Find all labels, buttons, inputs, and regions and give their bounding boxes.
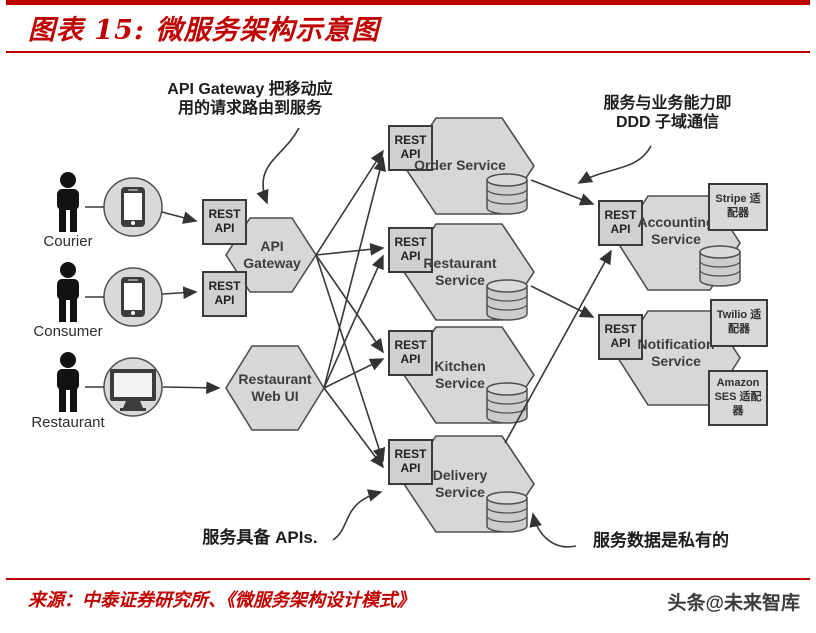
person-icon <box>57 172 79 232</box>
twilio-adapter-box: Twilio 适配器 <box>710 299 768 347</box>
restaurant-web-ui-label: Restaurant Web UI <box>238 370 312 405</box>
top-rule <box>6 0 810 5</box>
figure-title: 图表 15: 微服务架构示意图 <box>28 15 380 46</box>
amazon-ses-adapter-box: Amazon SES 适配器 <box>708 370 768 426</box>
stripe-adapter-box: Stripe 适配器 <box>708 183 768 231</box>
ddd-annotation-line1: 服务与业务能力即 <box>603 95 732 112</box>
rest-api-box-notification: REST API <box>598 314 643 360</box>
kitchen-service-label: Kitchen Service <box>434 357 486 392</box>
connector-lines <box>85 149 612 469</box>
gateway-annotation: API Gateway 把移动应 用的请求路由到服务 <box>135 80 365 118</box>
ddd-annotation-line2: DDD 子域通信 <box>615 114 720 131</box>
gateway-annotation-line2: 用的请求路由到服务 <box>177 100 322 117</box>
person-icon <box>57 352 79 412</box>
watermark-text: 头条@未来智库 <box>667 593 800 614</box>
rest-api-box-courier: REST API <box>202 199 247 245</box>
source-text: 来源：中泰证券研究所、《微服务架构设计模式》 <box>28 590 415 611</box>
rest-api-box-delivery: REST API <box>388 439 433 485</box>
title-rule <box>6 51 810 53</box>
actor-label-restaurant: Restaurant <box>31 414 105 431</box>
gateway-annotation-line1: API Gateway 把移动应 <box>167 81 333 98</box>
rest-api-box-restaurant-service: REST API <box>388 227 433 273</box>
annotation-arrows <box>256 127 652 548</box>
delivery-service-label: Delivery Service <box>432 466 488 501</box>
accounting-service-label: Accounting Service <box>637 213 715 248</box>
rest-api-box-accounting: REST API <box>598 200 643 246</box>
person-icon <box>57 262 79 322</box>
actor-label-consumer: Consumer <box>33 323 103 340</box>
api-gateway-label: API Gateway <box>243 237 301 272</box>
order-service-label: Order Service <box>414 157 506 174</box>
ddd-annotation: 服务与业务能力即 DDD 子域通信 <box>560 94 775 132</box>
rest-api-box-consumer: REST API <box>202 271 247 317</box>
rest-api-box-kitchen: REST API <box>388 330 433 376</box>
smartphone-icon <box>121 277 145 317</box>
smartphone-icon <box>121 187 145 227</box>
notification-service-label: Notification Service <box>637 335 715 370</box>
footer-rule <box>6 578 810 580</box>
apis-annotation: 服务具备 APIs. <box>202 528 318 547</box>
rest-api-box-order: REST API <box>388 125 433 171</box>
restaurant-service-label: Restaurant Service <box>423 254 497 289</box>
private-data-annotation: 服务数据是私有的 <box>593 531 729 550</box>
actor-label-courier: Courier <box>43 233 93 250</box>
